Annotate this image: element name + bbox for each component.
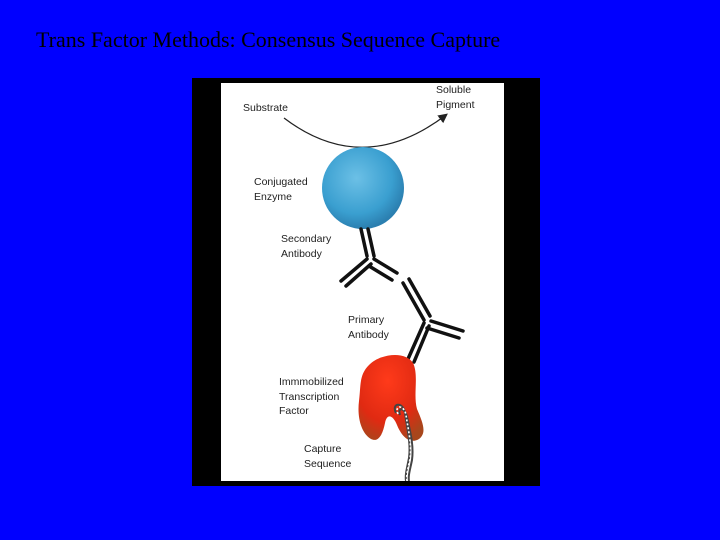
conjugated-enzyme-label: Conjugated Enzyme <box>254 176 308 203</box>
primary-antibody-label: Primary Antibody <box>348 314 389 341</box>
conjugated-enzyme-sphere <box>322 147 404 229</box>
diagram-graphic <box>283 113 465 481</box>
secondary-antibody-label: Secondary Antibody <box>281 233 332 260</box>
primary-antibody-shape <box>401 277 465 364</box>
secondary-antibody-shape <box>339 227 399 288</box>
capture-sequence-label: Capture Sequence <box>304 443 352 470</box>
slide-title: Trans Factor Methods: Consensus Sequence… <box>36 27 501 52</box>
substrate-label: Substrate <box>243 102 288 114</box>
transcription-factor-shape <box>358 354 424 441</box>
soluble-pigment-label: Soluble Pigment <box>436 84 475 111</box>
immobilized-factor-label: Immmobilized Transcription Factor <box>279 376 344 417</box>
capture-sequence-strand <box>393 403 414 481</box>
reaction-arrow <box>283 113 448 148</box>
diagram-panel: Substrate Soluble Pigment Conjugated Enz… <box>221 83 504 481</box>
